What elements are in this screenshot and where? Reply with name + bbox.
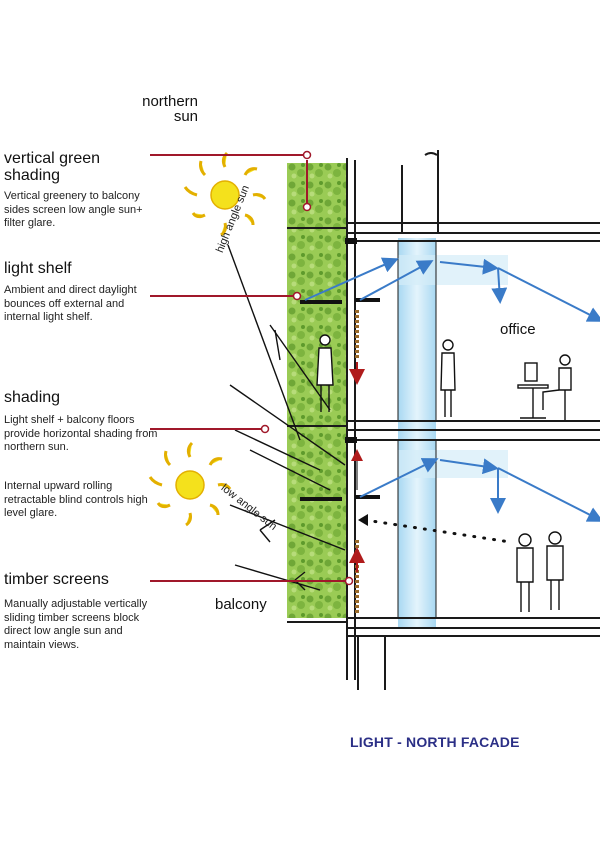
callout-title-light-shelf: light shelf xyxy=(4,260,72,277)
leader-lines xyxy=(150,154,345,582)
people xyxy=(316,334,572,612)
callout-desc-vertical-green: Vertical greenery to balcony sides scree… xyxy=(4,190,143,229)
callout-title-timber-screens: timber screens xyxy=(4,571,109,588)
daylight-arrows xyxy=(304,257,600,522)
callout-desc-timber-screens: Manually adjustable vertically sliding t… xyxy=(4,598,148,651)
floor-slabs xyxy=(348,222,600,637)
high-angle-sun-icon xyxy=(183,151,267,237)
callout-title-vertical-green: vertical green shading xyxy=(4,150,101,184)
sun-rays xyxy=(227,244,346,591)
desk-workstation xyxy=(517,362,549,419)
person-lightwell xyxy=(440,339,456,417)
callout-desc-light-shelf: Ambient and direct daylight bounces off … xyxy=(4,284,137,323)
low-angle-sun-icon xyxy=(148,441,232,527)
person-balcony xyxy=(316,334,334,412)
callout-desc-blind: Internal upward rolling retractable blin… xyxy=(4,480,148,519)
light-well xyxy=(398,238,436,628)
person-standing-1 xyxy=(516,533,534,612)
callout-title-shading: shading xyxy=(4,389,61,406)
callout-desc-shading: Light shelf + balcony floors provide hor… xyxy=(4,414,158,453)
diagram-title: LIGHT - NORTH FACADE xyxy=(350,734,520,750)
balcony-label: balcony xyxy=(215,596,267,613)
northern-sun-label: northern sun xyxy=(142,93,198,125)
person-standing-2 xyxy=(546,531,564,610)
office-label: office xyxy=(500,321,536,338)
person-desk xyxy=(542,354,572,420)
